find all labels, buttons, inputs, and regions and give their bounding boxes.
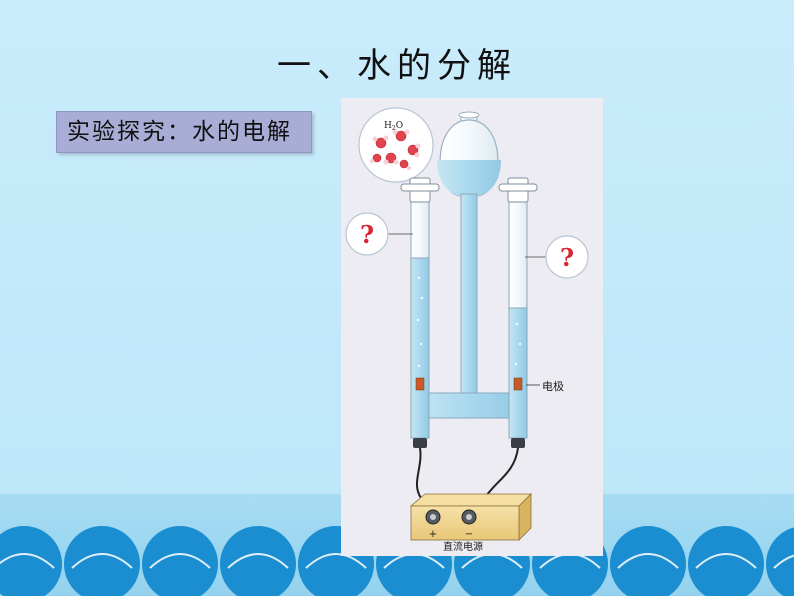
power-supply-label: 直流电源	[443, 540, 483, 553]
experiment-label: 实验探究：水的电解	[56, 111, 312, 153]
right-question-bubble: ?	[525, 235, 589, 279]
water-molecule-bubble: H2O	[358, 107, 434, 183]
slide-title: 一、水的分解	[277, 46, 517, 86]
left-tube	[400, 177, 440, 448]
right-tube	[498, 177, 538, 448]
reservoir-bulb	[437, 111, 501, 197]
molecule-formula: H2O	[384, 121, 403, 132]
electrolysis-apparatus: H2O	[345, 107, 589, 553]
right-question-mark: ?	[560, 243, 574, 272]
dc-power-supply: + −	[409, 493, 532, 541]
negative-terminal-label: −	[465, 529, 473, 540]
electrolysis-figure: H2O	[341, 98, 603, 556]
left-question-bubble: ?	[345, 212, 413, 256]
left-question-mark: ?	[360, 220, 374, 249]
electrode-label: 电极	[542, 379, 564, 393]
positive-terminal-label: +	[429, 529, 437, 540]
